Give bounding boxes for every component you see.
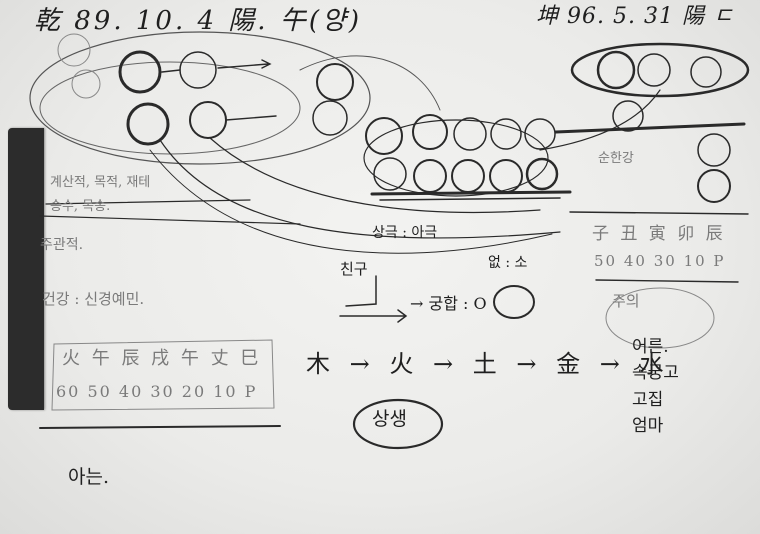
left-small-circle-1 xyxy=(317,64,353,100)
caution-note: 주의 xyxy=(612,294,640,309)
center-baseline xyxy=(372,192,570,194)
left-branch-circle-1 xyxy=(128,104,168,144)
right-circle-2 xyxy=(638,54,670,86)
arrow-left-1 xyxy=(162,70,180,72)
tonghap-circle xyxy=(494,286,534,318)
header-right-note: 坤 96. 5. 31 陽 ㄷ xyxy=(536,6,734,28)
trait-item: 고집 xyxy=(632,387,679,413)
right-branches-row: 子 丑 寅 卯 辰 xyxy=(592,226,726,243)
right-ages-row: 50 40 30 10 P xyxy=(594,254,726,269)
center-circle-9 xyxy=(490,160,522,192)
trait-list: 어른. 속궁고 고집 엄마 xyxy=(632,334,679,439)
arrow-left-3 xyxy=(226,116,276,120)
left-faint-circle-2 xyxy=(72,70,100,98)
left-stem-circle-1 xyxy=(120,52,160,92)
center-underline xyxy=(380,198,560,200)
center-circle-5 xyxy=(525,119,555,149)
pillars-bottom-row: 60 50 40 30 20 10 P xyxy=(56,384,257,400)
right-divider xyxy=(556,124,744,132)
right-circle-6 xyxy=(698,170,730,202)
suntaga-note: 순한강 xyxy=(598,152,634,165)
song-note: 송수, 목송. xyxy=(50,200,110,213)
trait-item: 어른. xyxy=(632,334,679,360)
arrow-left-2 xyxy=(218,60,270,68)
right-circle-3 xyxy=(691,57,721,87)
left-small-circle-2 xyxy=(313,101,347,135)
chinggu-note: 친구 xyxy=(340,262,368,277)
five-elements-cycle: 木 → 火 → 土 → 金 → 水 xyxy=(306,352,669,376)
uneum-note: 없 : 소 xyxy=(488,256,527,270)
left-stem-circle-2 xyxy=(180,52,216,88)
center-circle-1 xyxy=(366,118,402,154)
right-line-3 xyxy=(596,280,738,282)
pillars-top-row: 火 午 辰 戌 午 丈 巳 xyxy=(62,350,261,368)
trait-item: 엄마 xyxy=(632,413,679,439)
right-circle-1 xyxy=(598,52,634,88)
left-divider-2 xyxy=(40,216,300,224)
left-branch-circle-2 xyxy=(190,102,226,138)
left-divider-3 xyxy=(40,426,280,428)
tonghap-note: → 궁합 : O xyxy=(410,296,487,312)
trait-item: 속궁고 xyxy=(632,360,679,386)
center-circle-6 xyxy=(374,158,406,190)
left-group-loop-inner xyxy=(40,62,300,154)
health-note: 건강 : 신경예민. xyxy=(42,292,144,307)
header-left-note: 乾 89. 10. 4 陽. 午(양) xyxy=(34,8,362,34)
center-circle-8 xyxy=(452,160,484,192)
right-circle-5 xyxy=(698,134,730,166)
junsik-note: 주관적. xyxy=(40,238,83,252)
center-circle-2 xyxy=(413,115,447,149)
connection-curve-1 xyxy=(160,140,560,238)
center-circle-10 xyxy=(527,159,557,189)
right-line-2 xyxy=(570,212,748,214)
left-faint-circle-1 xyxy=(58,34,90,66)
sanggu-note: 상극 : 아극 xyxy=(372,226,437,240)
center-circle-3 xyxy=(454,118,486,150)
center-circle-4 xyxy=(491,119,521,149)
calc-note: 계산적, 목적, 재테 xyxy=(50,176,150,189)
arrow-chinggu xyxy=(340,276,406,322)
ahneun-note: 아는. xyxy=(68,468,109,487)
sangsaeng-note: 상생 xyxy=(372,410,407,429)
center-circle-7 xyxy=(414,160,446,192)
